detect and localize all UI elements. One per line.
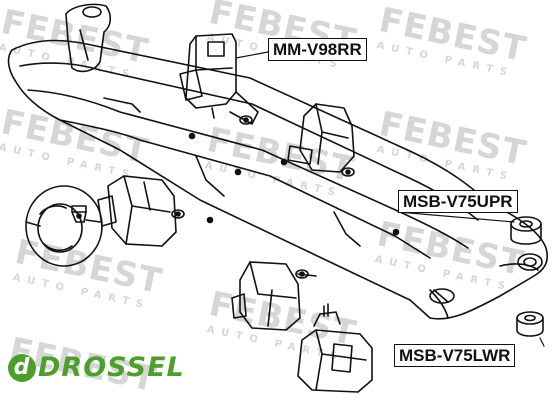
logo-name: DROSSEL bbox=[38, 352, 185, 383]
lower-front-bracket bbox=[231, 261, 317, 331]
right-rear-bracket bbox=[287, 103, 355, 177]
left-rubber-bushing bbox=[25, 185, 103, 267]
upper-bushing bbox=[510, 216, 542, 245]
part-label-upper-bushing: MSB-V75UPR bbox=[398, 190, 518, 213]
rear-mount-bracket bbox=[179, 33, 259, 125]
part-label-rear-mount: MM-V98RR bbox=[268, 38, 367, 61]
lower-engine-mount bbox=[297, 303, 373, 393]
frame-right-arm bbox=[429, 253, 543, 304]
frame-holes bbox=[188, 132, 400, 236]
left-lower-bracket bbox=[97, 175, 185, 247]
lower-bushing bbox=[516, 311, 544, 337]
part-label-lower-mount: MSB-V75LWR bbox=[394, 344, 516, 367]
leader-lines bbox=[235, 51, 545, 347]
logo-initial: d bbox=[8, 354, 36, 382]
crossmember-frame bbox=[7, 39, 549, 320]
frame-left-tower bbox=[65, 3, 112, 73]
